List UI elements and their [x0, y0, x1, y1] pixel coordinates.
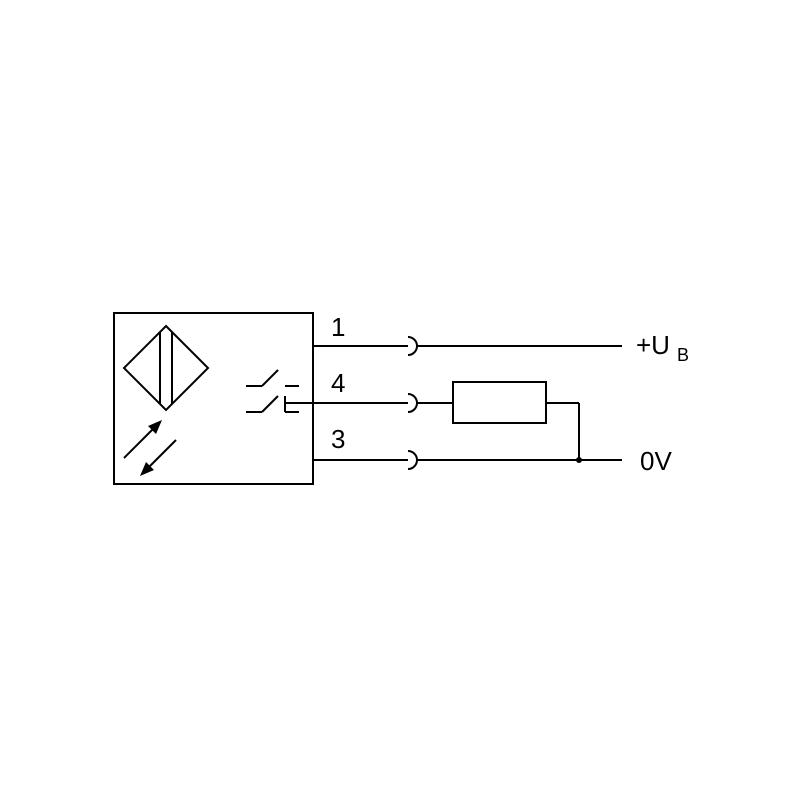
emitter-receiver-arrows-icon — [123, 420, 177, 476]
sensor-face-icon — [122, 324, 210, 412]
switch-output-icon — [246, 369, 313, 413]
junction-dot — [576, 457, 582, 463]
supply-positive-subscript: B — [677, 345, 689, 365]
wire-pin-4 — [313, 393, 580, 460]
pin-label-3: 3 — [331, 424, 345, 454]
sensor-housing — [113, 312, 314, 485]
pin-label-4: 4 — [331, 368, 345, 398]
load-resistor — [452, 381, 547, 424]
pin-label-1: 1 — [331, 312, 345, 342]
supply-ground-label: 0V — [640, 446, 672, 476]
supply-positive-label: +U — [636, 330, 670, 360]
wire-pin-3 — [313, 450, 622, 470]
wire-pin-1 — [313, 336, 622, 356]
